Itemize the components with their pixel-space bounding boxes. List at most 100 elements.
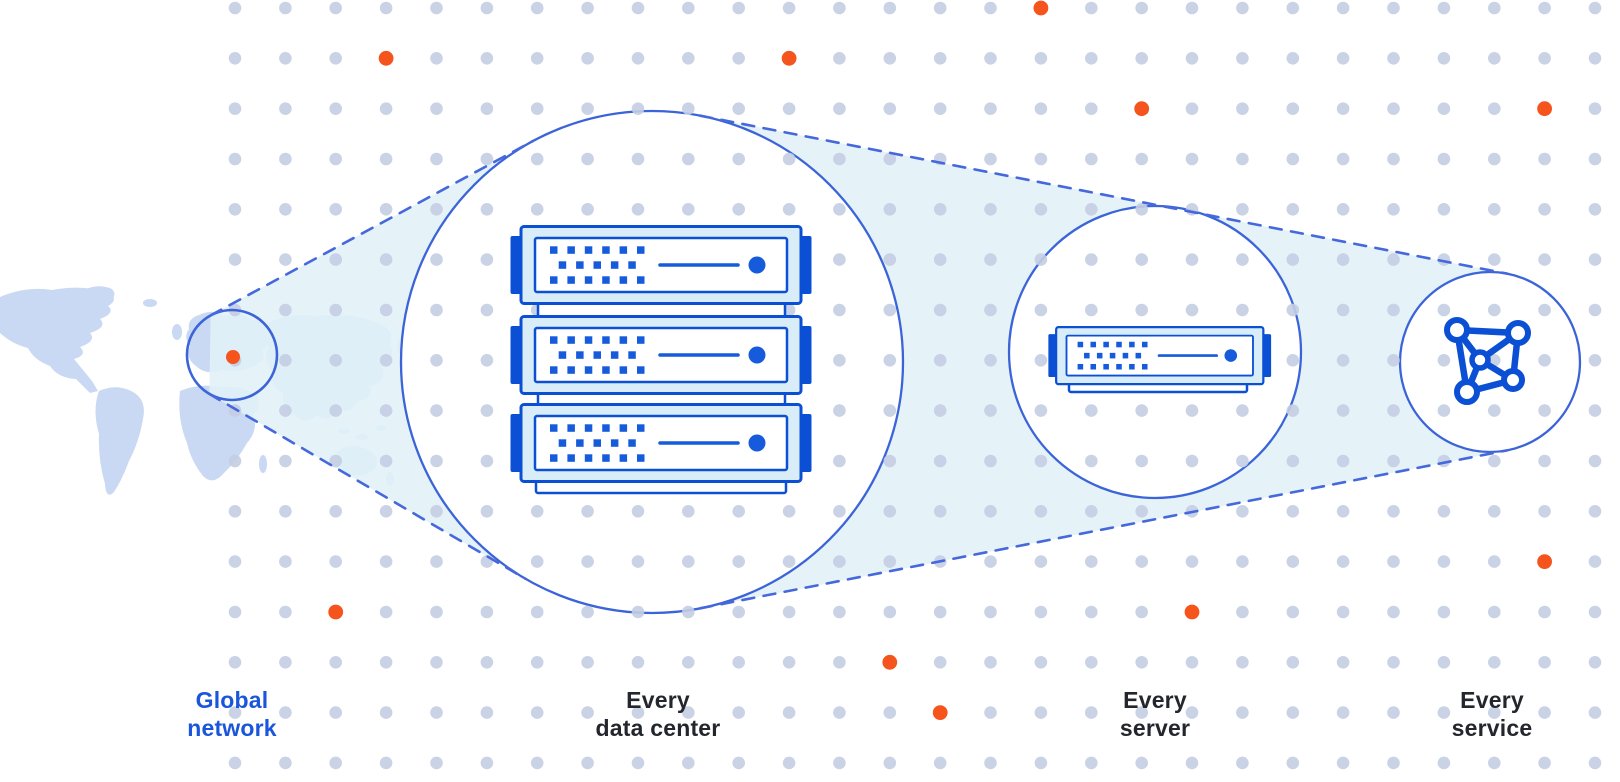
grid-dot [1236,1,1249,15]
island-iceland [143,299,157,307]
grid-dot [1034,756,1048,770]
server-unit-3 [508,402,814,484]
grid-dot [1437,152,1451,166]
grid-dot [1135,555,1148,568]
grid-dot [530,52,544,65]
grid-dot [379,303,393,317]
grid-dot [379,203,393,216]
grid-dot [1437,404,1451,417]
grid-dot [1034,253,1048,266]
grid-dot [1538,253,1551,266]
grid-dot [1488,203,1501,216]
grid-dot [1336,203,1350,216]
grid-dot [581,756,594,770]
grid-dot [833,354,846,367]
grid-dot [1135,152,1148,166]
grid-dot [1336,756,1350,770]
grid-dot [430,102,443,115]
grid-dot [530,203,544,216]
grid-dot [1085,52,1098,65]
grid-dot [279,253,292,266]
grid-dot [833,152,846,166]
grid-dot [228,756,242,770]
service-mesh-icon [1444,317,1531,405]
grid-dot [1488,253,1501,266]
grid-dot [1236,404,1249,417]
label-every-service: Every service [1452,686,1533,742]
grid-dot [480,756,494,770]
grid-dot [883,454,897,468]
grid-dot [1538,404,1551,417]
grid-dot [883,505,897,518]
grid-dot [1336,505,1350,518]
grid-dot [228,152,242,166]
grid-dot [732,505,745,518]
grid-dot [581,505,594,518]
grid-dot [228,605,242,619]
grid-dot [329,454,343,468]
grid-dot [1034,102,1048,115]
grid-dot [1236,303,1249,317]
grid-dot [1286,404,1300,417]
grid-dot [1135,756,1148,770]
grid-dot [480,203,494,216]
grid-dot [480,404,494,417]
grid-dot [1185,253,1199,266]
grid-dot [782,152,796,166]
grid-dot [631,152,645,166]
grid-dot [1488,1,1501,15]
grid-dot [1085,505,1098,518]
grid-dot [1488,102,1501,115]
grid-dot [1437,505,1451,518]
grid-dot [1538,454,1551,468]
grid-dot [631,52,645,65]
grid-dot [1488,52,1501,65]
grid-dot [1336,253,1350,266]
grid-dot [732,152,745,166]
grid-dot [631,756,645,770]
grid-dot [1135,203,1148,216]
grid-dot [329,203,343,216]
grid-dot [833,1,846,15]
grid-dot [631,555,645,568]
grid-dot [1588,454,1602,468]
grid-dot-orange [882,654,898,670]
grid-dot [581,203,594,216]
grid-dot [480,505,494,518]
grid-dot [833,656,846,669]
grid-dot [933,656,947,669]
grid-dot [480,706,494,719]
grid-dot [1336,404,1350,417]
grid-dot [984,404,997,417]
grid-dot [732,52,745,65]
grid-dot [1034,152,1048,166]
grid-dot [1185,1,1199,15]
grid-dot [1588,656,1602,669]
grid-dot [1286,656,1300,669]
grid-dot [581,102,594,115]
grid-dot [1085,706,1098,719]
grid-dot [1538,605,1551,619]
grid-dot [883,303,897,317]
server-unit-2 [508,314,814,396]
server-unit-1 [508,224,814,306]
grid-dot [682,605,695,619]
grid-dot [1034,354,1048,367]
grid-dot [1488,706,1501,719]
grid-dot [984,1,997,15]
grid-dot [1286,555,1300,568]
zoom-guide-bottom-left [208,392,527,581]
grid-dot [1387,152,1400,166]
grid-dot [1286,454,1300,468]
grid-dot [1538,303,1551,317]
grid-dot [984,152,997,166]
grid-dot [1034,605,1048,619]
grid-dot [1085,152,1098,166]
grid-dot [1437,706,1451,719]
grid-dot-orange [1134,101,1150,117]
grid-dot [581,656,594,669]
grid-dot [1135,404,1148,417]
grid-dot [732,605,745,619]
grid-dot [430,454,443,468]
grid-dot [631,1,645,15]
